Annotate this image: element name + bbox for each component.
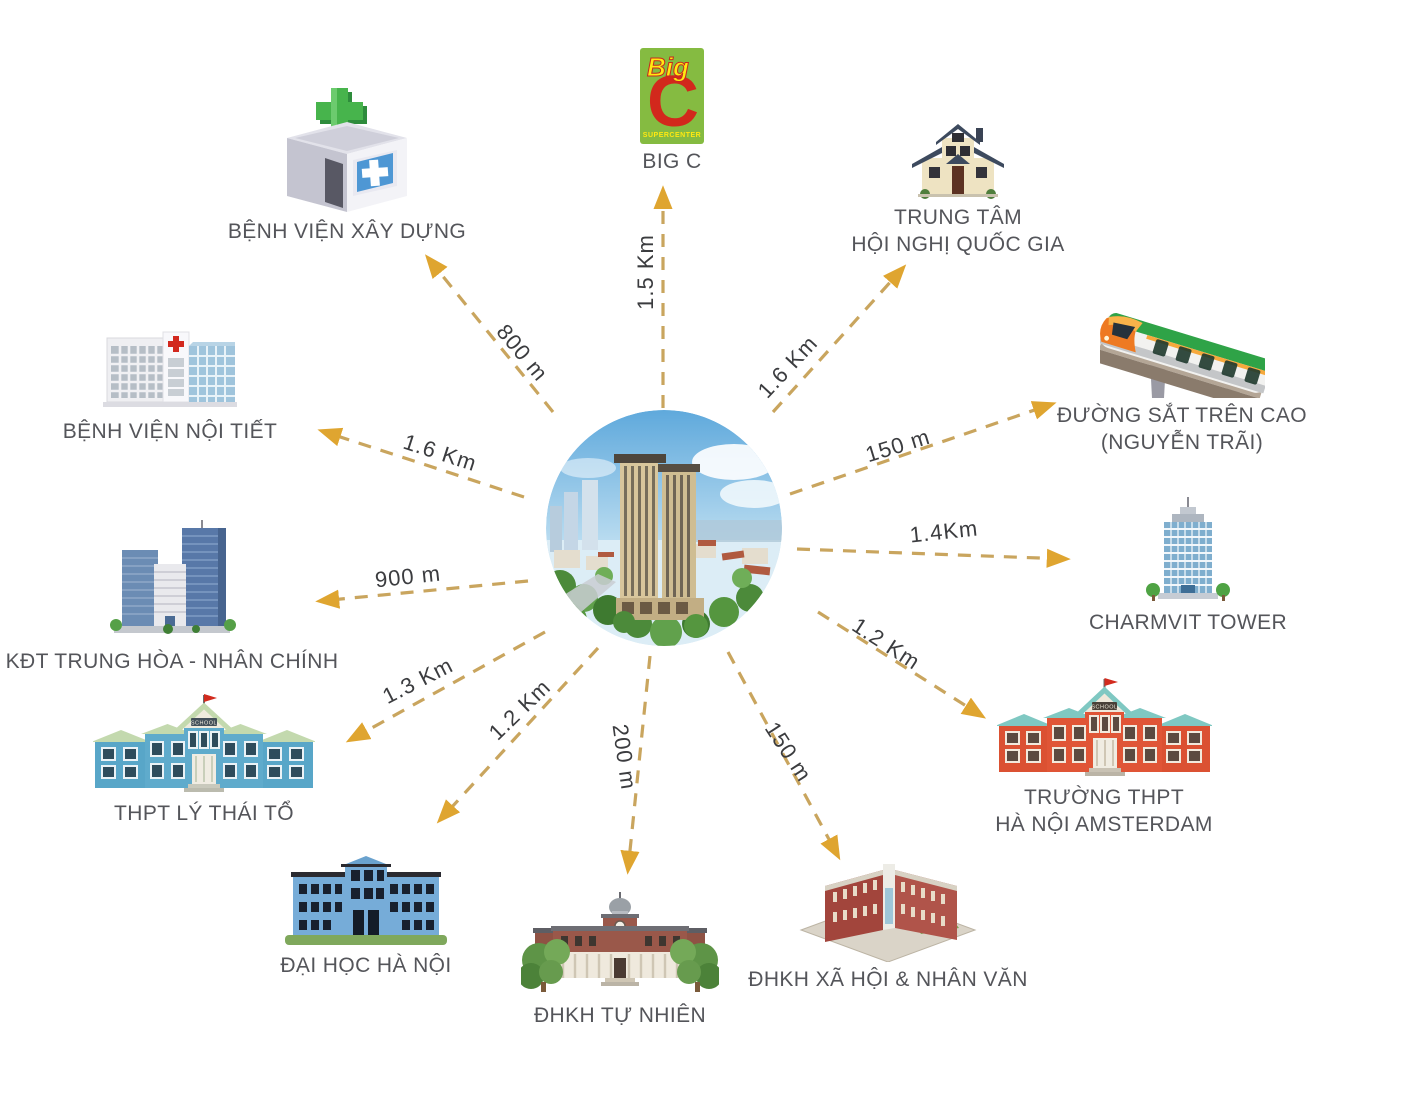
office-tower-icon: [1146, 497, 1230, 601]
landmark-label: ĐẠI HỌC HÀ NỘI: [280, 954, 452, 977]
landmark-dhkh-tu-nhien: ĐHKH TỰ NHIÊN: [490, 884, 750, 1030]
landmark-label: KĐT TRUNG HÒA - NHÂN CHÍNH: [5, 650, 339, 673]
distance-label: 150 m: [862, 423, 934, 468]
hospital-complex-icon: [103, 331, 237, 407]
landmark-benh-vien-noi-tiet: BỆNH VIỆN NỘI TIẾT: [55, 324, 285, 446]
landmark-benh-vien-xay-dung: BỆNH VIỆN XÂY DỰNG: [228, 86, 466, 246]
distance-label: 1.6 Km: [752, 330, 823, 403]
bigc-logo-icon: C Big SUPERCENTER: [640, 48, 704, 144]
house-icon: [912, 124, 1004, 199]
landmark-thpt-ly-thai-to: SCHOOL THPT LÝ THÁI TỔ: [74, 692, 334, 828]
landmark-label: HỘI NGHỊ QUỐC GIA: [851, 232, 1065, 256]
monorail-train-icon: [1099, 312, 1265, 398]
landmark-label: ĐƯỜNG SẮT TRÊN CAO: [1056, 404, 1308, 427]
landmark-label: THPT LÝ THÁI TỔ: [114, 802, 294, 825]
distance-label: 1.6 Km: [400, 428, 481, 477]
landmark-label: BIG C: [642, 150, 702, 173]
landmark-label: BỆNH VIỆN NỘI TIẾT: [62, 420, 278, 443]
svg-text:SCHOOL: SCHOOL: [191, 721, 217, 727]
university-campus-icon: [521, 892, 719, 992]
city-towers-icon: [110, 520, 236, 634]
arrow-dai-hoc-ha-noi: [436, 646, 600, 824]
landmark-kdt-trung-hoa-nhan-chinh: KĐT TRUNG HÒA - NHÂN CHÍNH: [6, 520, 338, 676]
distance-label: 200 m: [607, 722, 642, 792]
blue-university-icon: [285, 856, 447, 945]
landmark-dai-hoc-ha-noi: ĐẠI HỌC HÀ NỘI: [251, 856, 481, 980]
landmark-label: TRUNG TÂM: [893, 206, 1023, 229]
landmark-label: ĐHKH TỰ NHIÊN: [533, 1004, 707, 1027]
arrow-trung-tam-hoi-nghi: [771, 264, 907, 414]
landmark-label: TRƯỜNG THPT: [1023, 786, 1185, 809]
landmark-label: CHARMVIT TOWER: [1088, 611, 1288, 634]
landmark-charmvit-tower: CHARMVIT TOWER: [1073, 497, 1303, 637]
landmark-duong-sat-tren-cao: ĐƯỜNG SẮT TRÊN CAO (NGUYỄN TRÃI): [1037, 294, 1327, 457]
distance-label: 1.3 Km: [378, 652, 458, 709]
arrow-charmvit: [796, 547, 1071, 568]
landmark-big-c: C Big SUPERCENTER BIG C: [602, 48, 742, 176]
hospital-3d-icon: [287, 88, 407, 212]
svg-text:Big: Big: [647, 52, 689, 82]
landmark-trung-tam-hoi-nghi: TRUNG TÂM HỘI NGHỊ QUỐC GIA: [833, 118, 1083, 259]
landmark-label: ĐHKH XÃ HỘI & NHÂN VĂN: [748, 968, 1028, 991]
red-school-icon: SCHOOL: [996, 678, 1212, 776]
distance-label: 800 m: [491, 319, 554, 387]
distance-label: 1.5 Km: [633, 234, 658, 310]
landmark-label: HÀ NỘI AMSTERDAM: [995, 812, 1213, 836]
distance-label: 150 m: [759, 717, 817, 787]
svg-text:SUPERCENTER: SUPERCENTER: [643, 132, 701, 139]
svg-text:C: C: [647, 62, 699, 142]
distance-label: 1.4Km: [908, 515, 980, 548]
brick-faculty-3d-icon: [799, 864, 977, 962]
landmark-dhkh-xa-hoi-nhan-van: ĐHKH XÃ HỘI & NHÂN VĂN: [748, 842, 1027, 994]
distance-label: 1.2 Km: [483, 674, 556, 745]
landmark-thpt-ha-noi-amsterdam: SCHOOL TRƯỜNG THPT HÀ NỘI AMSTERDAM: [974, 676, 1234, 839]
svg-text:SCHOOL: SCHOOL: [1091, 705, 1117, 711]
blue-school-icon: SCHOOL: [93, 694, 315, 792]
landmark-label: BỆNH VIỆN XÂY DỰNG: [227, 220, 467, 243]
distance-label: 1.2 Km: [847, 612, 925, 675]
project-aerial-image: [546, 410, 782, 646]
distance-label: 900 m: [373, 560, 443, 593]
landmark-label: (NGUYỄN TRÃI): [1100, 430, 1264, 454]
